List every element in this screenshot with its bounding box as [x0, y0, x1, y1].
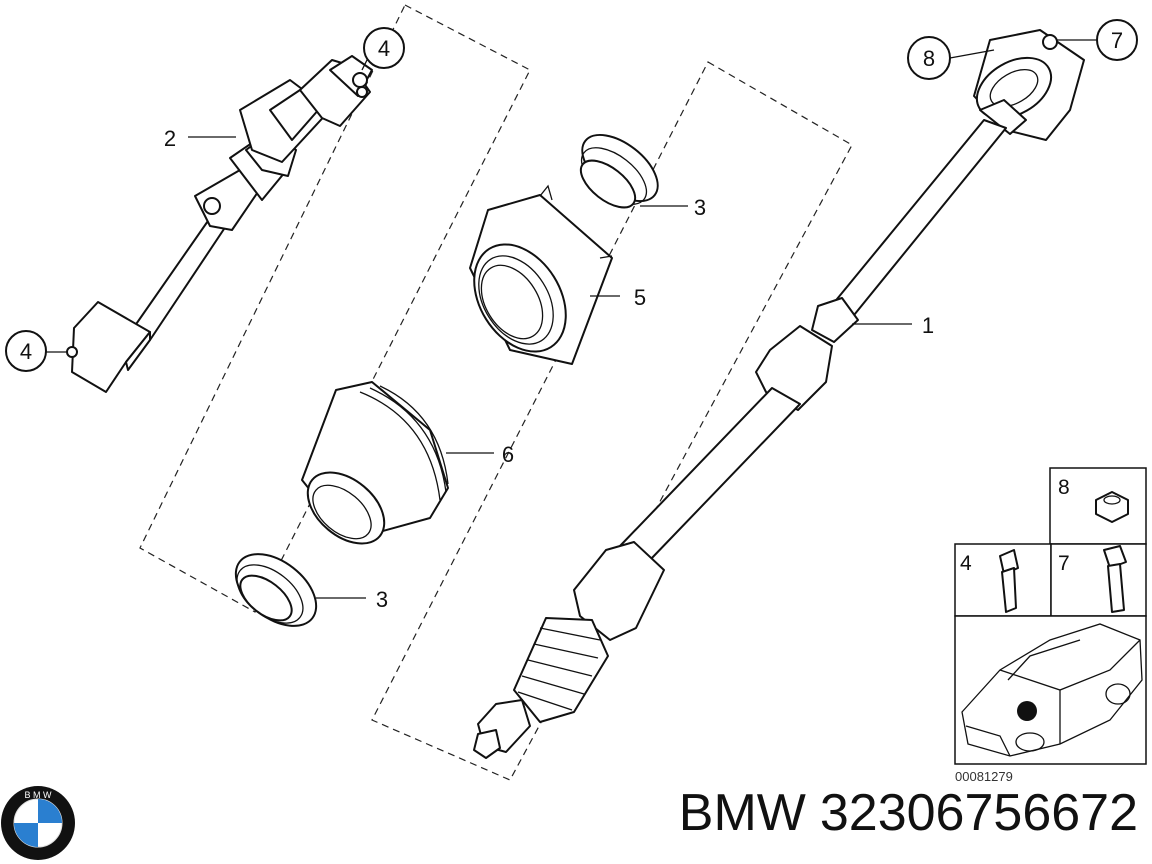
bellows-cover-part-5: [469, 184, 613, 365]
callout-label-4-lower: 4: [5, 330, 47, 372]
svg-text:B M W: B M W: [25, 790, 53, 800]
callout-label-8: 8: [907, 36, 951, 80]
inset-label-7: 7: [1058, 552, 1070, 575]
part-number: 32306756672: [819, 784, 1138, 842]
svg-text:7: 7: [1111, 28, 1123, 53]
svg-text:4: 4: [20, 339, 32, 364]
inset-label-4: 4: [960, 552, 972, 575]
callout-label-7: 7: [1096, 19, 1138, 61]
steering-column-part-1: [473, 29, 1085, 759]
hex-bolt-icon: [1103, 545, 1127, 613]
hardware-inset: 8 4 7: [954, 467, 1147, 765]
callout-label-5: 5: [634, 285, 646, 310]
seal-ring-lower-part-3: [234, 553, 318, 627]
callout-label-6: 6: [502, 442, 514, 467]
upper-shaft-part-2: [66, 55, 373, 393]
callout-label-2: 2: [164, 126, 176, 151]
svg-text:4: 4: [378, 36, 390, 61]
callout-label-4-upper: 4: [363, 27, 405, 69]
torx-bolt-icon: [999, 549, 1019, 613]
callout-label-3-lower: 3: [376, 587, 388, 612]
bmw-logo: B M W: [1, 786, 75, 860]
callout-label-1: 1: [922, 313, 934, 338]
group-outline-left: [139, 4, 531, 613]
inset-label-8: 8: [1058, 476, 1070, 499]
nut-icon: [1095, 491, 1129, 523]
group-outline-center: [371, 61, 853, 781]
brand-name: BMW: [678, 784, 806, 842]
svg-text:8: 8: [923, 46, 935, 71]
callout-label-3-upper: 3: [694, 195, 706, 220]
lower-bellows-part-6: [301, 381, 449, 545]
diagram-number: 00081279: [955, 769, 1013, 784]
seal-ring-upper-part-3: [579, 133, 659, 209]
car-location-icon: [961, 623, 1143, 757]
